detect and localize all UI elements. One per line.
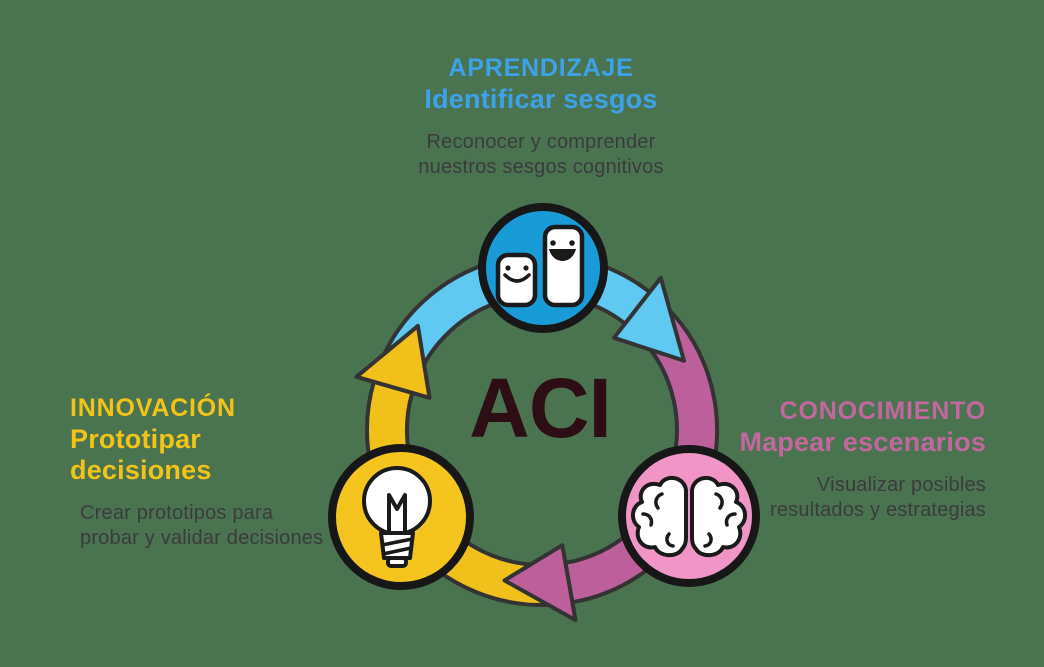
arrow-head-innovacion bbox=[354, 323, 432, 400]
conocimiento-description: Visualizar posibles resultados y estrate… bbox=[706, 473, 986, 523]
aprendizaje-desc-line2: nuestros sesgos cognitivos bbox=[418, 156, 664, 178]
conocimiento-desc-line2: resultados y estrategias bbox=[769, 499, 986, 521]
brain-icon bbox=[631, 476, 747, 558]
arrow-head-aprendizaje bbox=[612, 275, 686, 363]
innovacion-subtitle: Prototipar decisiones bbox=[70, 424, 212, 485]
section-aprendizaje: APRENDIZAJE Identificar sesgos Reconocer… bbox=[291, 54, 791, 180]
innovacion-desc-line1: Crear prototipos para bbox=[80, 502, 274, 524]
aprendizaje-subtitle: Identificar sesgos bbox=[424, 84, 658, 114]
innovacion-desc-line2: probar y validar decisiones bbox=[80, 527, 324, 549]
arrow-heads bbox=[354, 275, 686, 623]
conocimiento-desc-line1: Visualizar posibles bbox=[816, 474, 986, 496]
aprendizaje-desc-line1: Reconocer y comprender bbox=[426, 131, 656, 153]
section-innovacion: INNOVACIÓN Prototipar decisiones Crear p… bbox=[70, 394, 350, 551]
arrow-head-conocimiento bbox=[502, 543, 578, 623]
people-faces-icon bbox=[495, 224, 585, 308]
center-acronym: ACI bbox=[469, 361, 612, 455]
innovacion-title: INNOVACIÓN bbox=[70, 394, 236, 422]
section-conocimiento: CONOCIMIENTO Mapear escenarios Visualiza… bbox=[706, 397, 986, 523]
lightbulb-icon bbox=[362, 466, 432, 568]
aprendizaje-description: Reconocer y comprender nuestros sesgos c… bbox=[291, 130, 791, 180]
conocimiento-subtitle: Mapear escenarios bbox=[739, 427, 986, 457]
innovacion-description: Crear prototipos para probar y validar d… bbox=[70, 501, 350, 551]
aprendizaje-title: APRENDIZAJE bbox=[448, 54, 634, 82]
conocimiento-title: CONOCIMIENTO bbox=[779, 397, 986, 425]
